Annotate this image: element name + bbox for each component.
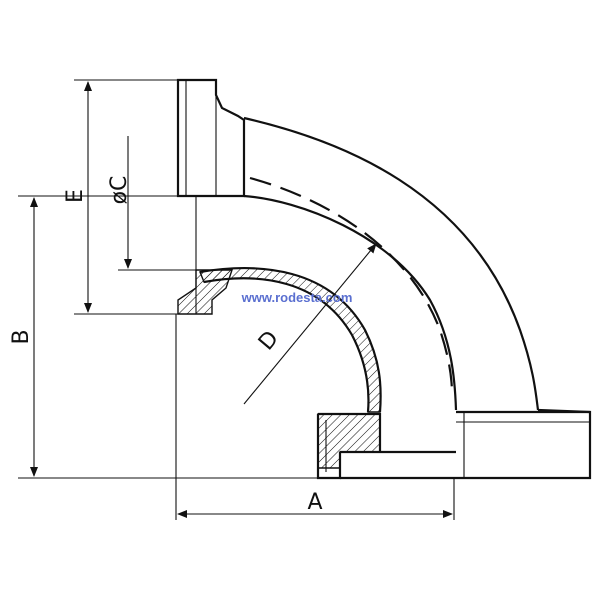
left-weld-section <box>177 269 233 315</box>
dim-a-label: A <box>307 490 322 515</box>
elbow-body <box>176 78 592 480</box>
dim-b-label: B <box>9 329 34 344</box>
dimensions: E øC B A D <box>9 79 455 520</box>
outer-bend <box>243 116 540 411</box>
pipe-centerline <box>249 176 454 396</box>
inner-bend-upper <box>243 194 458 411</box>
dim-d-line <box>243 243 377 405</box>
dim-d-label: D <box>254 326 284 355</box>
watermark: www.rodesta.com <box>241 290 353 305</box>
bottom-weld-outline <box>316 412 382 480</box>
right-ferrule-outline <box>456 410 592 480</box>
top-ferrule-outline <box>176 78 246 198</box>
dim-c-label: øC <box>107 176 132 205</box>
right-ferrule-top-lip <box>537 408 591 414</box>
bottom-weld-section <box>317 413 381 469</box>
inner-radius-hatch <box>199 267 382 413</box>
